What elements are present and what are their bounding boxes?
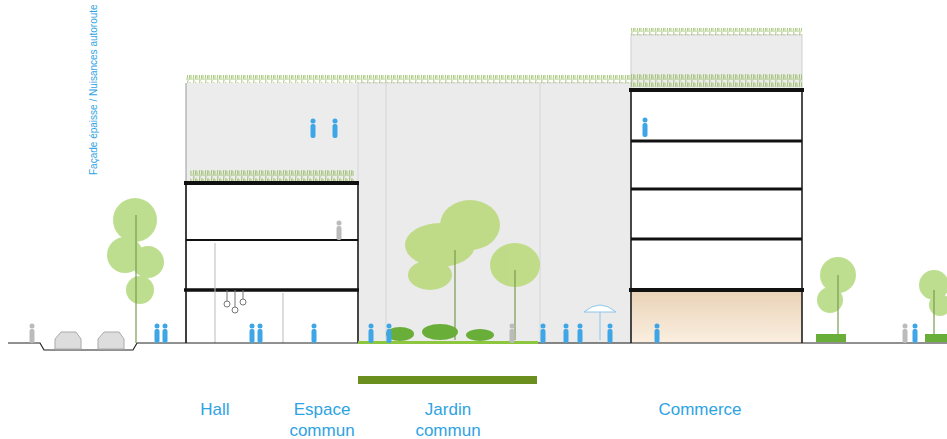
space-label: Espace commun [282, 399, 362, 439]
mullion [386, 83, 387, 343]
roof-grass [631, 28, 802, 35]
people [0, 0, 918, 343]
right-building [629, 90, 804, 343]
space-label: Jardin commun [408, 399, 488, 439]
roof-box [631, 35, 802, 90]
ground-line [8, 343, 947, 350]
roof-grass [186, 75, 631, 83]
cars [55, 332, 124, 349]
terrace-grass [190, 170, 354, 182]
vertical-note: Façade épaisse / Nuisances autoroute [88, 4, 100, 175]
left-building [184, 83, 359, 343]
terrace-grass [631, 74, 802, 87]
space-label: Hall [170, 399, 260, 420]
mullion [540, 83, 541, 343]
space-label: Commerce [630, 399, 770, 420]
trees [107, 198, 947, 343]
garden-bar [358, 376, 537, 384]
upper-glass [186, 83, 358, 183]
grey-people [30, 221, 908, 344]
garden-glass [358, 83, 631, 343]
lamps [224, 290, 246, 313]
